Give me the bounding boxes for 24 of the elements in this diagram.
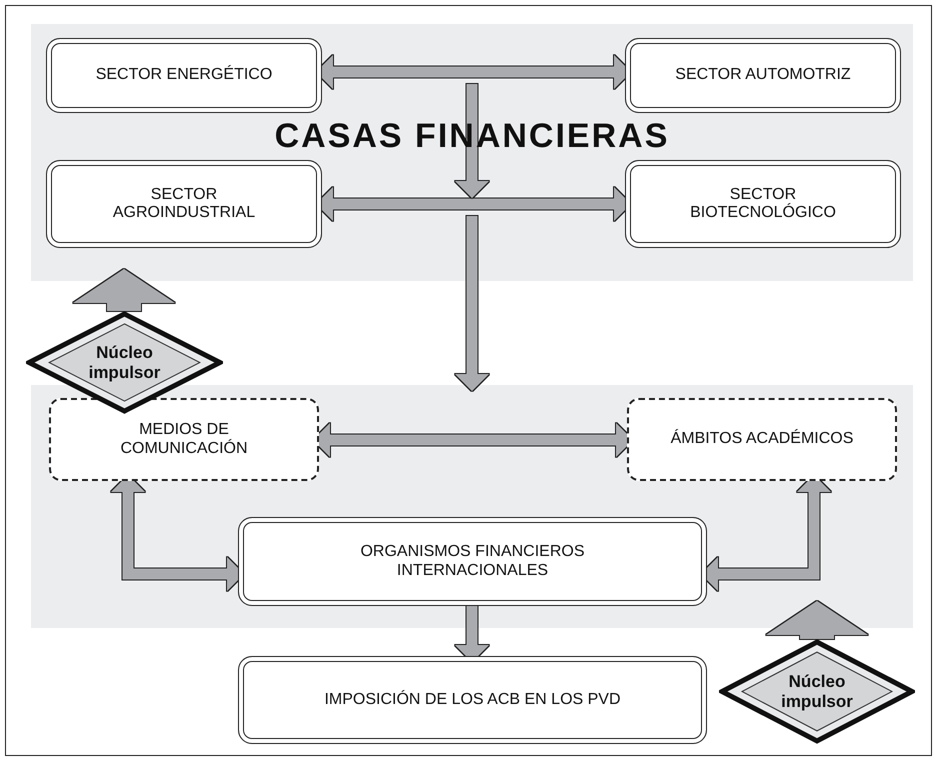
process-box — [238, 517, 707, 606]
box-label: ORGANISMOS FINANCIEROS INTERNACIONALES — [359, 543, 586, 580]
dashed-box — [627, 398, 897, 481]
block-arrow — [766, 601, 868, 639]
box-label: SECTOR AUTOMOTRIZ — [675, 66, 851, 85]
background-band — [31, 385, 913, 628]
background-band — [31, 24, 913, 281]
box-label: SECTOR AGROINDUSTRIAL — [112, 186, 256, 222]
decision-diamond — [719, 639, 915, 744]
box-label: ÁMBITOS ACADÉMICOS — [670, 430, 854, 449]
process-box — [238, 656, 707, 744]
box-label: MEDIOS DE COMUNICACIÓN — [119, 421, 249, 458]
process-box — [625, 160, 901, 248]
process-box — [46, 160, 322, 248]
box-label: SECTOR ENERGÉTICO — [96, 66, 272, 85]
box-label: IMPOSICIÓN DE LOS ACB EN LOS PVD — [324, 690, 621, 710]
block-arrow — [73, 269, 175, 311]
process-box — [625, 38, 901, 113]
block-arrow — [455, 216, 489, 391]
box-label: SECTOR BIOTECNOLÓGICO — [689, 186, 837, 222]
process-box — [46, 38, 322, 113]
dashed-box — [49, 398, 319, 481]
diamond-label: Núcleo impulsor — [88, 342, 162, 382]
diamond-label: Núcleo impulsor — [780, 672, 854, 712]
